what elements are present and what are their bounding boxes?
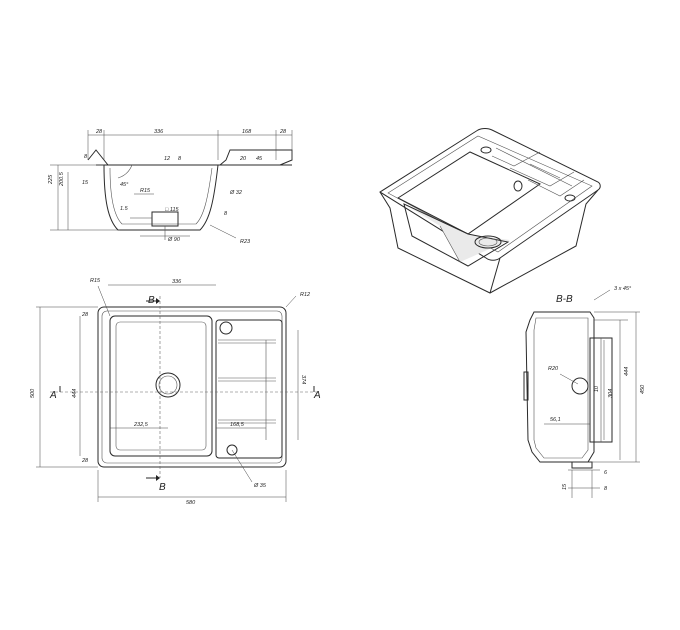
plan-bowl [109,315,213,457]
section-label: □ 115 [165,207,180,213]
plan-outer [97,306,287,468]
section-label: 225 [48,174,54,185]
plan-label: Ø 35 [253,483,267,489]
plan-label: 232,5 [133,422,149,428]
plan-view: R15 336 R12 374 500 444 232,5 168,5 Ø 35… [30,278,321,506]
plan-label: R15 [90,278,101,284]
section-label: 20 [239,156,247,162]
section-marker-b: B [159,482,166,493]
section-label: R23 [240,239,251,245]
plan-drainboard [215,319,283,459]
iso-drain [474,235,502,249]
plan-label: 28 [81,458,89,464]
section-label: 12 [164,156,170,162]
section-bb-label: 8 [604,486,608,492]
plan-label: 374 [300,375,306,384]
plan-label: 28 [81,312,89,318]
iso-overflow [513,180,523,192]
section-bb-label: 304 [608,389,614,398]
plan-label: 168,5 [230,422,245,428]
section-marker-b: B [148,295,155,306]
section-label: Ø 32 [229,190,242,196]
section-label: 200.5 [59,171,65,187]
section-bowl [103,164,219,231]
section-label: 28 [279,129,287,135]
section-label: 28 [95,129,103,135]
section-label: 8 [84,154,88,160]
section-label: 45 [256,156,263,162]
isometric-view [379,128,601,294]
section-label: 336 [154,129,164,135]
iso-tap-hole [480,146,492,154]
section-label: 8 [178,156,182,162]
section-bb-label: 3 x 45° [614,286,632,292]
section-bb-label: 450 [640,384,646,394]
section-view: 28 336 168 28 8 15 12 8 Ø 32 20 45 R15 □… [48,129,293,245]
section-marker-a: A [49,390,57,401]
plan-overflow-hole [226,444,238,456]
plan-label: 500 [30,388,36,398]
section-bb-label: 15 [562,483,568,490]
plan-label: R12 [300,292,310,298]
plan-label: 336 [172,279,182,285]
section-label: Ø 90 [167,237,181,243]
plan-label: 444 [72,389,78,398]
section-label: R15 [140,188,151,194]
section-label: 1.5 [120,206,129,212]
section-marker-a: A [313,390,321,401]
section-label: 168 [242,129,252,135]
plan-drain [155,372,181,398]
iso-bowl [396,151,542,235]
section-label: 8 [224,211,228,217]
section-bb-drain-hole [571,377,589,395]
section-bb-label: 6 [604,470,608,476]
section-bb-title: B-B [556,294,573,305]
plan-label: 580 [186,500,196,506]
plan-tap-hole [219,321,233,335]
section-bb-label: 10 [594,385,600,392]
section-label: 15 [82,180,89,186]
section-bb-outline [525,311,595,463]
section-bb: B-B 3 x 45° R20 10 304 56,1 444 450 6 [523,286,646,498]
section-label: 45° [120,182,129,188]
section-bb-label: 444 [624,367,630,376]
section-bb-label: R20 [548,366,559,372]
iso-rim [379,128,601,261]
section-bb-label: 56,1 [550,417,561,423]
